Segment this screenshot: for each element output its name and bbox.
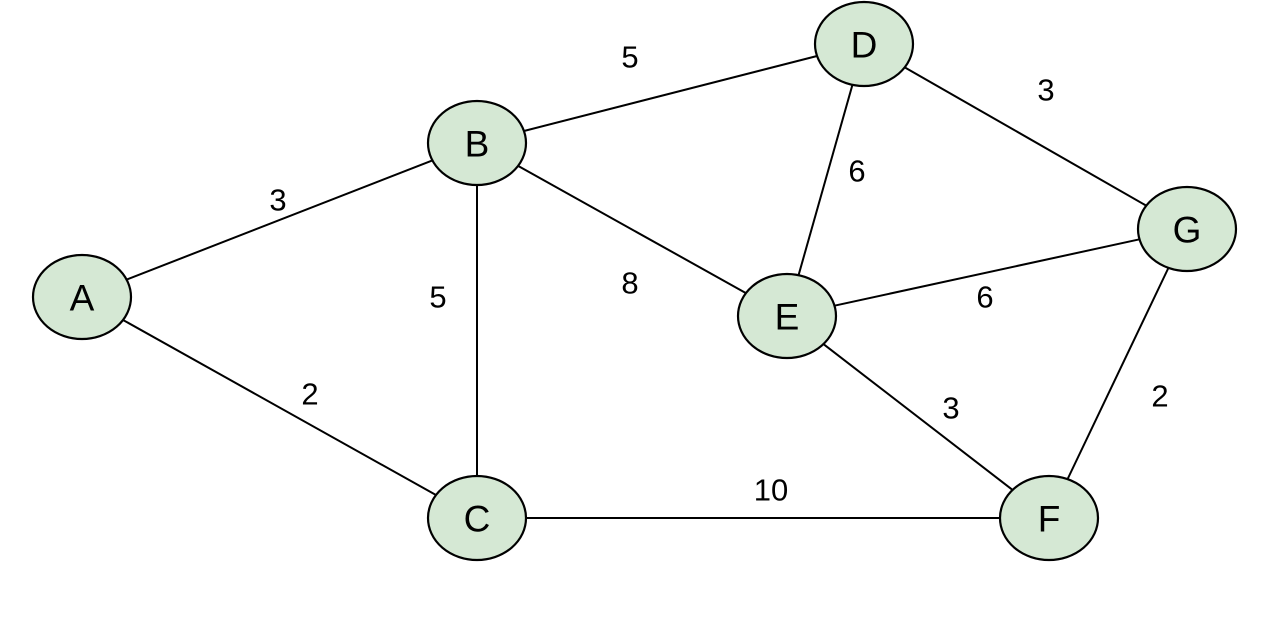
edge-d-e bbox=[797, 84, 854, 276]
node-label-d: D bbox=[851, 25, 878, 66]
edge-a-c bbox=[122, 319, 437, 496]
node-label-c: C bbox=[464, 499, 491, 540]
node-a[interactable]: A bbox=[31, 253, 133, 341]
edge-weight-e-g: 6 bbox=[976, 280, 993, 315]
edge-weight-c-f: 10 bbox=[754, 473, 788, 508]
edge-weight-a-b: 3 bbox=[269, 183, 286, 218]
node-g[interactable]: G bbox=[1136, 185, 1238, 273]
node-label-g: G bbox=[1173, 210, 1202, 251]
node-label-f: F bbox=[1038, 499, 1061, 540]
edges-layer bbox=[122, 55, 1170, 519]
node-shape-a[interactable] bbox=[31, 253, 133, 341]
edge-d-g bbox=[904, 66, 1147, 207]
edge-labels-layer: 3 2 5 5 8 6 3 6 3 10 2 bbox=[269, 40, 1168, 508]
edge-e-g bbox=[834, 238, 1140, 307]
edge-weight-a-c: 2 bbox=[301, 377, 318, 412]
edge-weight-d-g: 3 bbox=[1037, 73, 1054, 108]
edge-b-d bbox=[523, 55, 818, 132]
edge-a-b bbox=[126, 159, 433, 281]
edge-e-f bbox=[822, 343, 1014, 491]
edge-weight-b-d: 5 bbox=[621, 40, 638, 75]
node-label-a: A bbox=[70, 278, 95, 319]
edge-weight-f-g: 2 bbox=[1151, 379, 1168, 414]
node-e[interactable]: E bbox=[736, 272, 838, 360]
edge-weight-d-e: 6 bbox=[848, 154, 865, 189]
node-shape-d[interactable] bbox=[813, 0, 915, 88]
node-shape-c[interactable] bbox=[426, 474, 528, 562]
edge-f-g bbox=[1066, 267, 1170, 480]
node-c[interactable]: C bbox=[426, 474, 528, 562]
node-label-b: B bbox=[465, 124, 490, 165]
node-label-e: E bbox=[775, 297, 800, 338]
node-shape-f[interactable] bbox=[998, 474, 1100, 562]
node-shape-g[interactable] bbox=[1136, 185, 1238, 273]
edge-weight-e-f: 3 bbox=[942, 391, 959, 426]
edge-b-e bbox=[517, 165, 747, 294]
nodes-layer: A B C D E F G bbox=[31, 0, 1238, 562]
edge-weight-b-c: 5 bbox=[429, 280, 446, 315]
node-b[interactable]: B bbox=[426, 99, 528, 187]
node-f[interactable]: F bbox=[998, 474, 1100, 562]
edge-weight-b-e: 8 bbox=[621, 266, 638, 301]
node-shape-b[interactable] bbox=[426, 99, 528, 187]
node-d[interactable]: D bbox=[813, 0, 915, 88]
node-shape-e[interactable] bbox=[736, 272, 838, 360]
